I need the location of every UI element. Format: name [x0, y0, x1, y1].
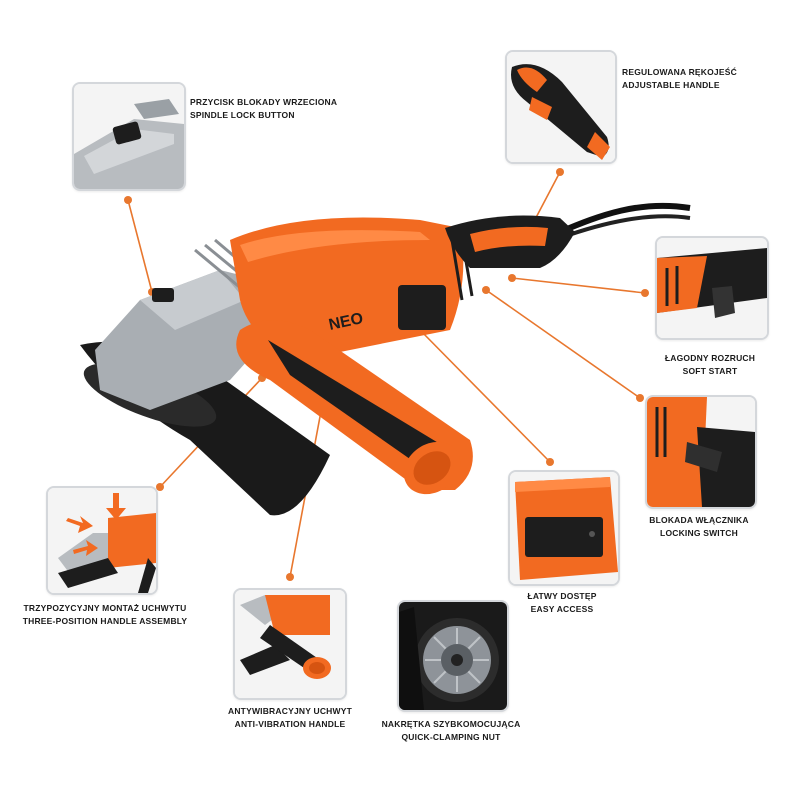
- label-easy-access: ŁATWY DOSTĘP EASY ACCESS: [500, 590, 624, 616]
- connector-dot: [482, 286, 490, 294]
- label-en: SPINDLE LOCK BUTTON: [190, 110, 295, 120]
- easy-access-cover: [398, 285, 446, 330]
- label-pl: ŁAGODNY ROZRUCH: [664, 353, 756, 363]
- connector-dot: [546, 458, 554, 466]
- connector-dot: [124, 196, 132, 204]
- label-en: LOCKING SWITCH: [660, 528, 738, 538]
- thumb-locking-switch: [645, 395, 757, 509]
- connector-dot: [556, 168, 564, 176]
- label-pl: PRZYCISK BLOKADY WRZECIONA: [190, 97, 338, 107]
- label-en: QUICK-CLAMPING NUT: [401, 732, 501, 742]
- thumb-easy-access: [508, 470, 620, 586]
- arrow-icon: [73, 540, 98, 556]
- arrow-icon: [106, 493, 126, 520]
- label-three-position: TRZYPOZYCYJNY MONTAŻ UCHWYTU THREE-POSIT…: [20, 602, 190, 628]
- label-en: ADJUSTABLE HANDLE: [622, 80, 720, 90]
- label-pl: NAKRĘTKA SZYBKOMOCUJĄCA: [381, 719, 521, 729]
- connector-locking-switch: [485, 289, 641, 399]
- connector-easy-access: [417, 327, 551, 463]
- arrow-icon: [66, 516, 93, 533]
- connector-dot: [156, 483, 164, 491]
- label-locking-switch: BLOKADA WŁĄCZNIKA LOCKING SWITCH: [640, 514, 758, 540]
- thumb-spindle-lock: [72, 82, 186, 191]
- label-soft-start: ŁAGODNY ROZRUCH SOFT START: [655, 352, 765, 378]
- power-cord: [558, 202, 691, 235]
- thumb-quick-nut: [397, 600, 509, 712]
- label-anti-vibration: ANTYWIBRACYJNY UCHWYT ANTI-VIBRATION HAN…: [215, 705, 365, 731]
- label-quick-nut: NAKRĘTKA SZYBKOMOCUJĄCA QUICK-CLAMPING N…: [370, 718, 532, 744]
- connector-dot: [641, 289, 649, 297]
- connector-dot: [636, 394, 644, 402]
- housing-logo: NEO: [327, 310, 364, 334]
- connector-dot: [286, 573, 294, 581]
- label-en: ANTI-VIBRATION HANDLE: [234, 719, 346, 729]
- label-pl: BLOKADA WŁĄCZNIKA: [649, 515, 749, 525]
- thumb-three-position: [46, 486, 158, 595]
- anti-vibration-grip: [268, 340, 454, 480]
- label-pl: REGULOWANA RĘKOJEŚĆ: [622, 67, 737, 77]
- label-en: THREE-POSITION HANDLE ASSEMBLY: [22, 616, 188, 626]
- thumb-adjustable-handle: [505, 50, 617, 164]
- spindle-lock-button: [152, 288, 174, 302]
- connector-spindle-lock: [127, 199, 153, 293]
- label-adjustable-handle: REGULOWANA RĘKOJEŚĆ ADJUSTABLE HANDLE: [622, 66, 737, 92]
- label-en: SOFT START: [682, 366, 738, 376]
- label-pl: ŁATWY DOSTĘP: [527, 591, 597, 601]
- label-spindle-lock: PRZYCISK BLOKADY WRZECIONA SPINDLE LOCK …: [190, 96, 337, 122]
- label-pl: ANTYWIBRACYJNY UCHWYT: [228, 706, 352, 716]
- connector-soft-start: [511, 277, 646, 294]
- label-en: EASY ACCESS: [530, 604, 594, 614]
- label-pl: TRZYPOZYCYJNY MONTAŻ UCHWYTU: [23, 603, 187, 613]
- thumb-soft-start: [655, 236, 769, 340]
- connector-dot: [508, 274, 516, 282]
- thumb-anti-vibration: [233, 588, 347, 700]
